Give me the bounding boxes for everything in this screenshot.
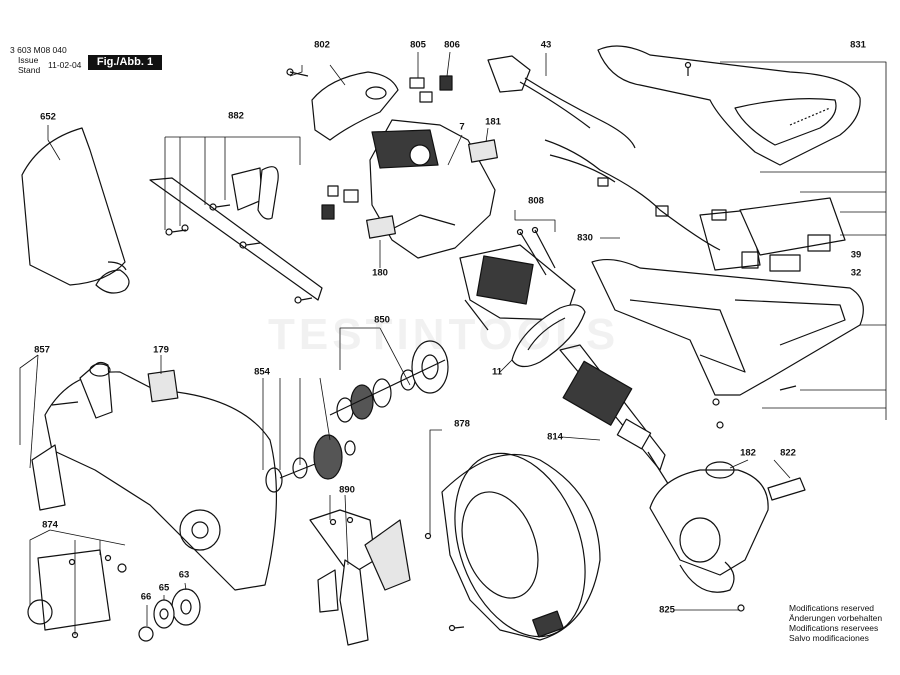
part-number-label: 882 xyxy=(228,110,244,122)
part-number-label: 802 xyxy=(314,39,330,51)
power-cord-drawing xyxy=(487,55,636,149)
brush-holder-drawing xyxy=(321,75,453,220)
part-number-label: 63 xyxy=(178,569,190,581)
dust-bag-drawing xyxy=(21,127,130,294)
plate-874-drawing xyxy=(27,549,127,639)
issue-label-de: Stand xyxy=(18,65,41,75)
part-number-label: 850 xyxy=(374,314,390,326)
leader-lines xyxy=(19,51,887,635)
modifications-line: Modifications reserved xyxy=(789,603,875,613)
wiring-drawing xyxy=(544,139,846,272)
issue-label-en: Issue xyxy=(18,55,39,65)
part-number-label: 11 xyxy=(491,366,503,378)
part-number-label: 825 xyxy=(659,604,675,616)
part-number-label: 43 xyxy=(540,39,552,51)
part-number-label: 182 xyxy=(740,447,756,459)
base-housing-drawing xyxy=(591,258,864,429)
part-number-label: 181 xyxy=(485,116,501,128)
gear-shaft-drawing xyxy=(329,340,449,423)
part-number-label: 857 xyxy=(34,344,50,356)
part-number-label: 814 xyxy=(547,431,563,443)
handle-drawing xyxy=(597,45,861,166)
part-number-label: 66 xyxy=(140,591,152,603)
modifications-line: Salvo modificaciones xyxy=(789,633,869,643)
part-number-label: 806 xyxy=(444,39,460,51)
motor-cap-drawing xyxy=(286,68,399,141)
shaft-854-drawing xyxy=(265,434,356,493)
stator-drawing xyxy=(459,226,576,331)
part-number-label: 808 xyxy=(528,195,544,207)
modifications-line: Änderungen vorbehalten xyxy=(789,613,883,623)
part-number-label: 652 xyxy=(40,111,56,123)
flange-set-drawing xyxy=(138,588,201,642)
modifications-line: Modifications reservees xyxy=(789,623,879,633)
part-number-label: 890 xyxy=(339,484,355,496)
doc-number: 3 603 M08 040 xyxy=(10,45,67,55)
part-number-label: 32 xyxy=(850,267,862,279)
part-number-label: 180 xyxy=(372,267,388,279)
pad-180-drawing xyxy=(366,215,396,239)
pad-181-drawing xyxy=(468,139,498,163)
figure-label: Fig./Abb. 1 xyxy=(88,55,162,70)
part-number-label: 874 xyxy=(42,519,58,531)
watermark: TESTINTOOLS xyxy=(268,310,620,359)
blade-cover-drawing xyxy=(424,452,601,641)
blade-guard-drawing xyxy=(31,361,277,591)
clamp-lever-drawing xyxy=(309,509,411,646)
part-number-label: 39 xyxy=(850,249,862,261)
label-179-drawing xyxy=(147,369,179,403)
part-number-label: 65 xyxy=(158,582,170,594)
part-number-label: 822 xyxy=(780,447,796,459)
part-number-label: 854 xyxy=(254,366,270,378)
gear-housing-drawing xyxy=(649,461,806,612)
part-number-label: 830 xyxy=(577,232,593,244)
motor-housing-drawing xyxy=(369,119,496,259)
armature-drawing xyxy=(559,344,673,491)
part-number-label: 805 xyxy=(410,39,426,51)
part-number-label: 831 xyxy=(850,39,866,51)
bracket-set-drawing xyxy=(149,166,323,304)
modifications-notice: Modifications reserved Änderungen vorbeh… xyxy=(789,603,882,643)
part-number-label: 878 xyxy=(454,418,470,430)
ring-11-drawing xyxy=(511,304,586,368)
part-number-label: 179 xyxy=(153,344,169,356)
part-number-label: 7 xyxy=(459,121,465,133)
issue-date: 11-02-04 xyxy=(48,60,82,70)
